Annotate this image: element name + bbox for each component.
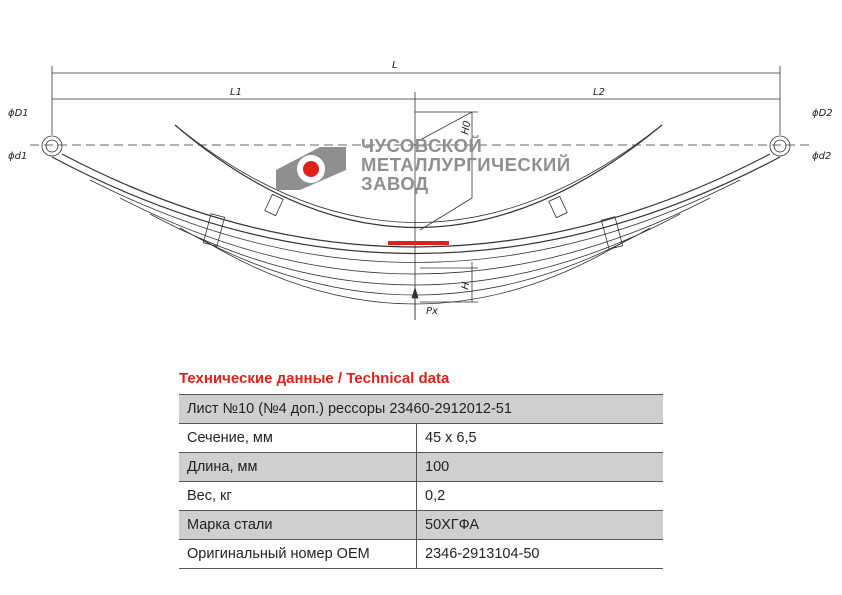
label-d2: ϕd2 <box>812 151 831 162</box>
label-Px: Px <box>426 306 438 317</box>
row-label: Марка стали <box>179 510 417 540</box>
logo-mark <box>276 147 346 190</box>
logo-line-3: ЗАВОД <box>361 173 429 194</box>
label-L: L <box>392 60 398 71</box>
row-value: 50ХГФА <box>416 510 663 540</box>
label-H0: H0 <box>460 120 473 136</box>
row-value: 100 <box>416 452 663 482</box>
table-header-row: Лист №10 (№4 доп.) рессоры 23460-2912012… <box>179 394 663 424</box>
row-label: Длина, мм <box>179 452 417 482</box>
logo-line-2: МЕТАЛЛУРГИЧЕСКИЙ <box>361 154 571 175</box>
row-value: 2346-2913104-50 <box>416 539 663 569</box>
label-D1: ϕD1 <box>8 108 29 119</box>
row-label: Сечение, мм <box>179 423 417 453</box>
label-D2: ϕD2 <box>812 108 833 119</box>
label-L2: L2 <box>593 87 605 98</box>
row-value: 45 х 6,5 <box>416 423 663 453</box>
leaf-spring-drawing: L L1 L2 ϕD1 ϕd1 ϕD2 ϕd2 H0 H Px <box>8 60 833 320</box>
label-d1: ϕd1 <box>8 151 27 162</box>
logo-text: ЧУСОВСКОЙ МЕТАЛЛУРГИЧЕСКИЙ ЗАВОД <box>361 136 571 193</box>
table-title: Технические данные / Technical data <box>179 370 450 387</box>
logo-line-1: ЧУСОВСКОЙ <box>361 135 483 156</box>
technical-data-table: Лист №10 (№4 доп.) рессоры 23460-2912012… <box>179 394 663 569</box>
table-header: Лист №10 (№4 доп.) рессоры 23460-2912012… <box>179 394 663 424</box>
row-value: 0,2 <box>416 481 663 511</box>
highlighted-leaf <box>388 241 449 245</box>
row-label: Вес, кг <box>179 481 417 511</box>
label-L1: L1 <box>230 87 242 98</box>
label-H: H <box>460 281 472 291</box>
row-label: Оригинальный номер OEM <box>179 539 417 569</box>
